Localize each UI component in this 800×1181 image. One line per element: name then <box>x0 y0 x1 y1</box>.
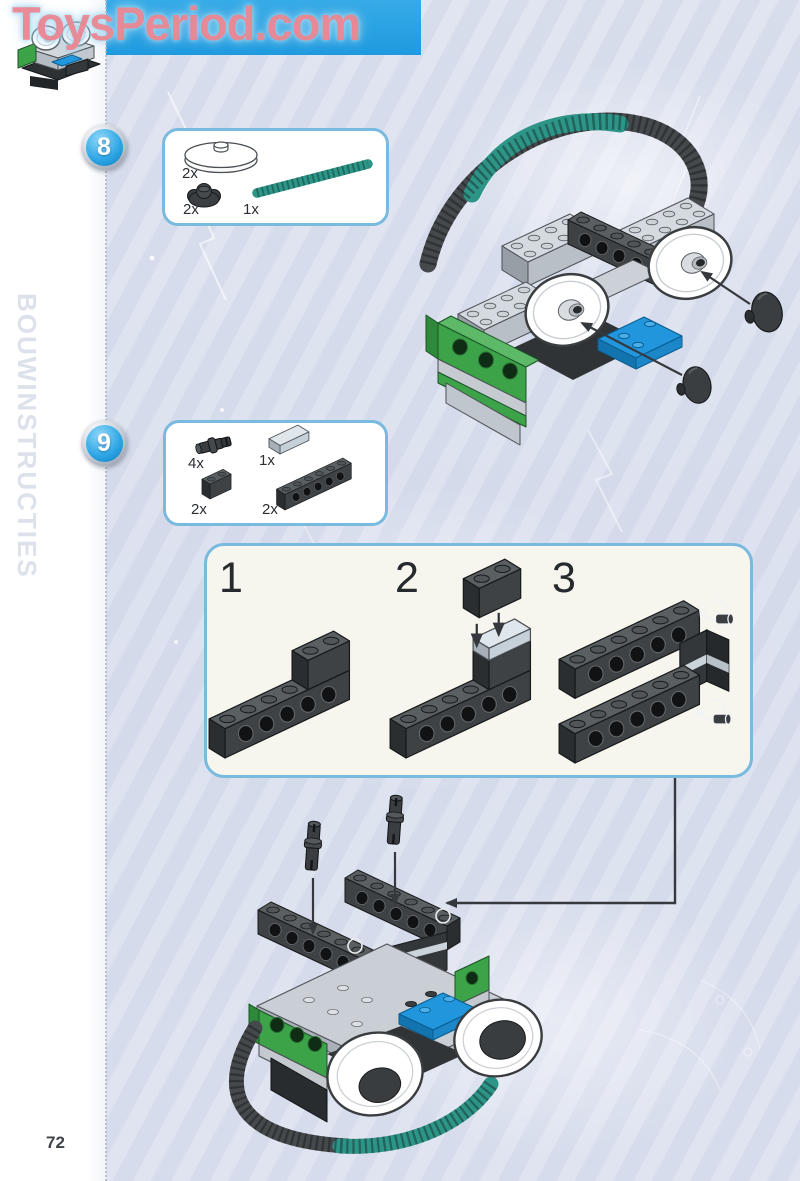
qty-label: 2x <box>191 501 207 518</box>
substep-1-label: 1 <box>219 554 243 602</box>
step-8-badge: 8 <box>81 124 127 170</box>
dotted-divider <box>105 0 107 1181</box>
step-8-number: 8 <box>85 128 123 166</box>
watermark-banner <box>106 0 421 55</box>
substep-3-label: 3 <box>552 554 576 602</box>
sidebar <box>0 0 106 1181</box>
qty-label: 1x <box>243 201 259 218</box>
sub-assembly-box: 1 2 3 <box>204 543 753 778</box>
pin-part-icon <box>195 436 232 455</box>
brick-part-icon <box>201 468 232 500</box>
substep-1-diagram <box>208 630 351 759</box>
watermark-text: ToysPeriod.com <box>12 0 361 50</box>
pin-insert-icon <box>695 698 733 726</box>
page-number: 72 <box>46 1133 65 1152</box>
qty-label: 4x <box>188 455 204 472</box>
qty-label: 2x <box>183 201 199 218</box>
plate-part-icon <box>268 424 310 455</box>
step-9-number: 9 <box>85 424 123 462</box>
substep-3-diagram <box>558 598 735 764</box>
qty-label: 2x <box>182 165 198 182</box>
technic-brick-part-icon <box>276 457 352 511</box>
sidebar-vertical-label: BOUWINSTRUCTIES <box>12 293 42 579</box>
step-8-parts-box: 2x 2x 1x <box>162 128 389 226</box>
qty-label: 2x <box>262 501 278 518</box>
substep-2-label: 2 <box>395 554 419 602</box>
step-9-badge: 9 <box>81 420 127 466</box>
step-9-parts-box: 4x 1x 2x 2x <box>163 420 388 526</box>
hose-part-icon <box>252 159 373 198</box>
qty-label: 1x <box>259 452 275 469</box>
pin-insert-icon <box>697 598 735 626</box>
